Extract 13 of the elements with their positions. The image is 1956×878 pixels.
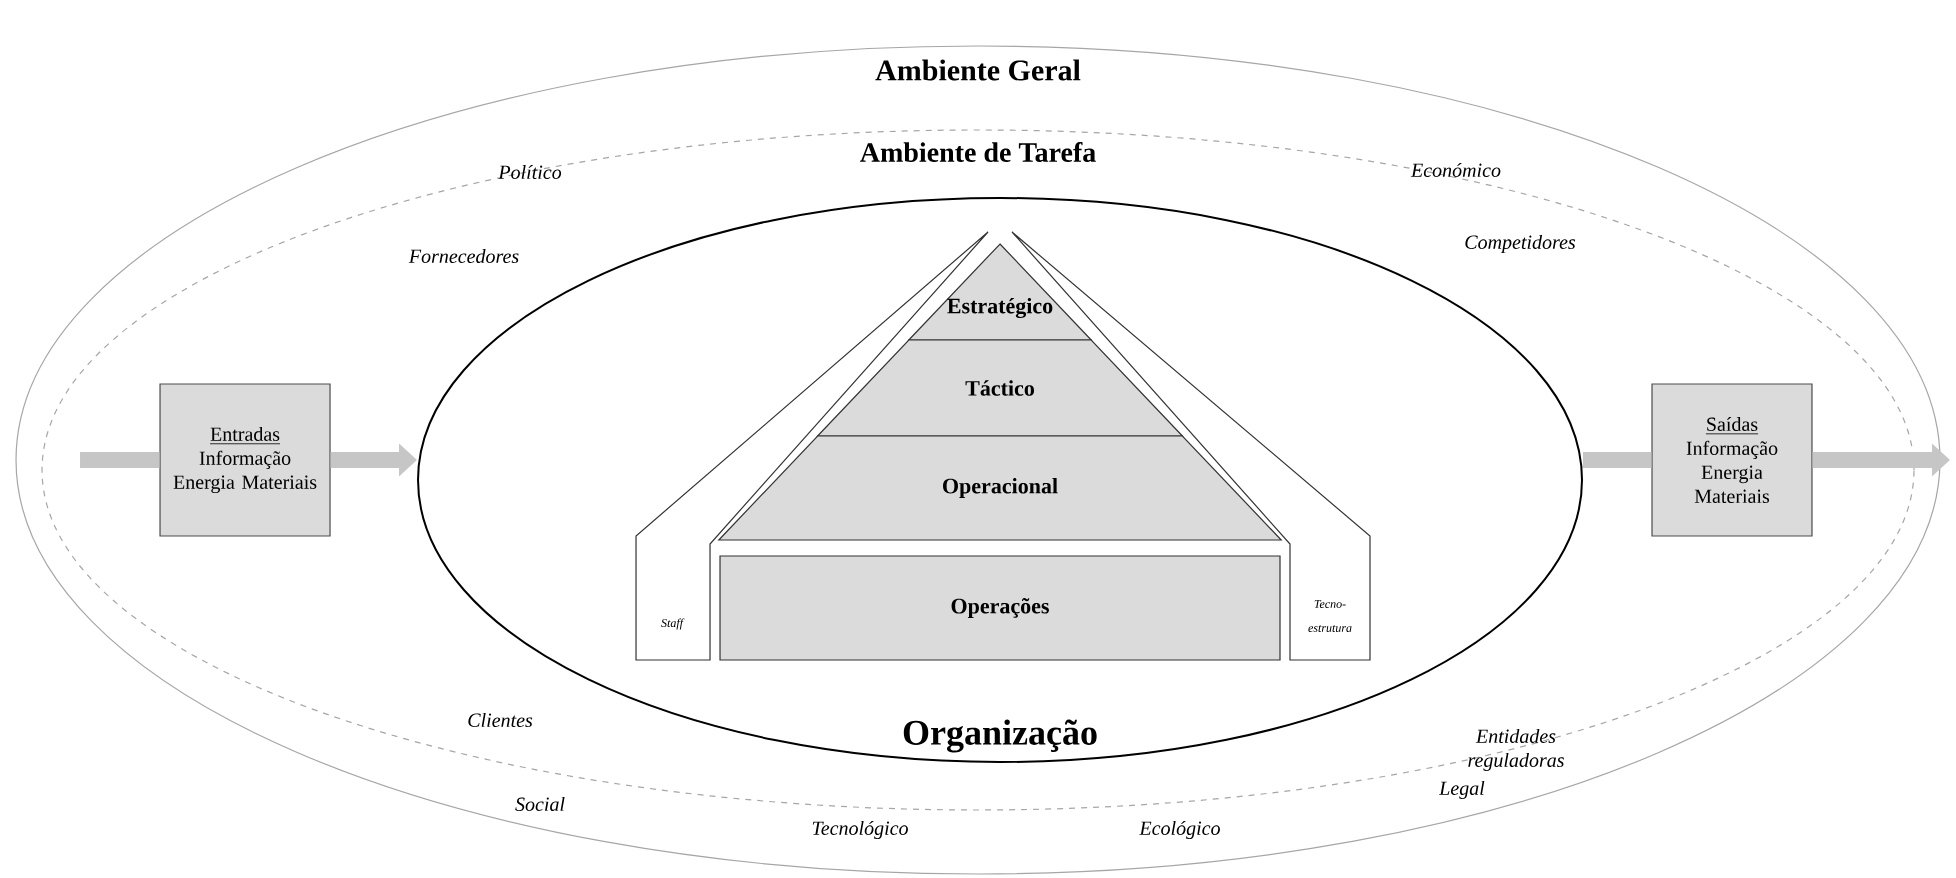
environment-label: Clientes bbox=[468, 712, 533, 727]
environment-label: Legal bbox=[1439, 780, 1485, 800]
environment-label: Social bbox=[515, 796, 565, 812]
environment-label: Económico bbox=[1410, 162, 1501, 178]
operations-box: Operações bbox=[719, 555, 1281, 661]
flow-box: Saídas Informação Energia Materiais bbox=[1651, 383, 1813, 537]
environment-label: Ecológico bbox=[1139, 820, 1220, 840]
environment-label: Entidades reguladoras bbox=[1468, 728, 1564, 772]
environment-label: Político bbox=[498, 164, 562, 180]
flow-box: Entradas Informação Energia Materiais bbox=[159, 383, 331, 537]
environment-label: Fornecedores bbox=[408, 248, 519, 264]
environment-label: Competidores bbox=[1465, 234, 1576, 254]
environment-label: Tecnológico bbox=[812, 820, 908, 840]
